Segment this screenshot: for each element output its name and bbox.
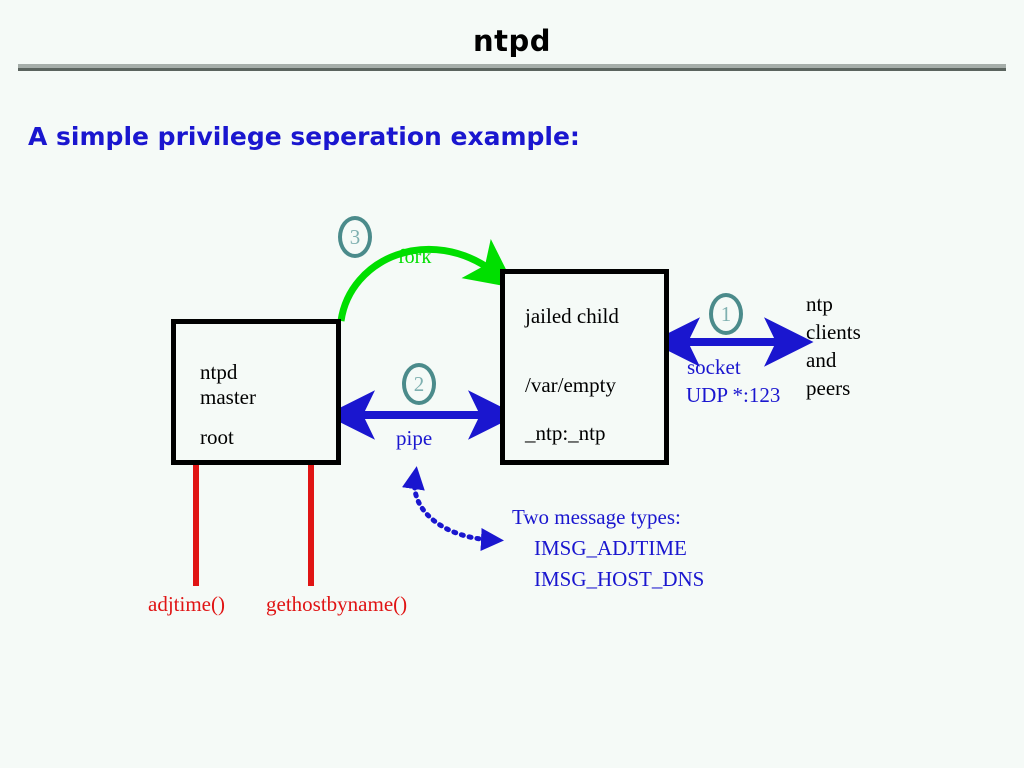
gethostbyname-syscall-label: gethostbyname(): [266, 592, 408, 616]
message-type-host-dns: IMSG_HOST_DNS: [534, 567, 705, 591]
child-line-user: _ntp:_ntp: [525, 421, 606, 445]
page-title: ntpd: [472, 24, 552, 58]
step-badge-1: 1: [709, 293, 743, 335]
ntp-peers-label: ntp clients and peers: [806, 290, 861, 402]
child-line-chroot: /var/empty: [525, 373, 616, 397]
step-badge-3: 3: [338, 216, 372, 258]
divider-top-band: [18, 64, 1006, 68]
message-types-arrow: [402, 466, 504, 552]
slide-subtitle: A simple privilege seperation example:: [28, 122, 580, 151]
message-types-header: Two message types:: [512, 505, 681, 529]
adjtime-syscall-label: adjtime(): [148, 592, 225, 616]
peers-line-1: ntp: [806, 292, 833, 316]
divider-bottom-band: [18, 68, 1006, 71]
title-divider: [18, 64, 1006, 71]
jailed-child-box[interactable]: jailed child /var/empty _ntp:_ntp: [500, 269, 669, 465]
pipe-arrow-label: pipe: [396, 426, 433, 450]
peers-line-2: clients: [806, 320, 861, 344]
socket-arrow-label: socket: [687, 355, 741, 379]
peers-line-3: and: [806, 348, 837, 372]
child-line-title: jailed child: [525, 304, 619, 328]
message-types-label: Two message types: IMSG_ADJTIME IMSG_HOS…: [512, 502, 704, 595]
step-badge-2: 2: [402, 363, 436, 405]
message-type-adjtime: IMSG_ADJTIME: [534, 536, 687, 560]
master-line-user: root: [200, 425, 234, 449]
peers-line-4: peers: [806, 376, 851, 400]
fork-arrow-label: fork: [398, 246, 432, 268]
socket-port-label: UDP *:123: [686, 383, 781, 407]
ntpd-master-box[interactable]: ntpd master root: [171, 319, 341, 465]
master-line-process: ntpd: [200, 360, 238, 384]
master-line-role: master: [200, 385, 256, 409]
